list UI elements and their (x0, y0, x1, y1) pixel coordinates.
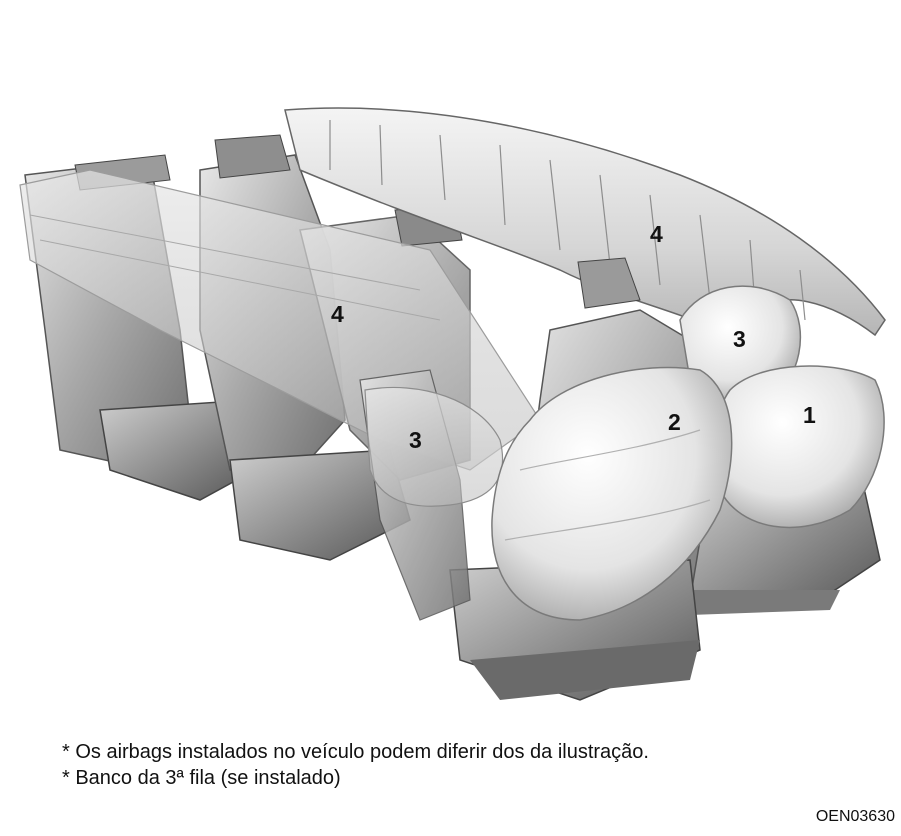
callout-side-curtain-top: 4 (650, 223, 663, 246)
note-airbags-vary: * Os airbags instalados no veículo podem… (62, 741, 649, 764)
image-code: OEN03630 (816, 808, 895, 826)
callout-side-front-passenger: 3 (733, 328, 746, 351)
note-third-row: * Banco da 3ª fila (se instalado) (62, 767, 341, 790)
callout-side-curtain-rear: 4 (331, 303, 344, 326)
callout-passenger-front: 1 (803, 404, 816, 427)
callout-driver-front: 2 (668, 411, 681, 434)
callout-side-front-driver: 3 (409, 429, 422, 452)
